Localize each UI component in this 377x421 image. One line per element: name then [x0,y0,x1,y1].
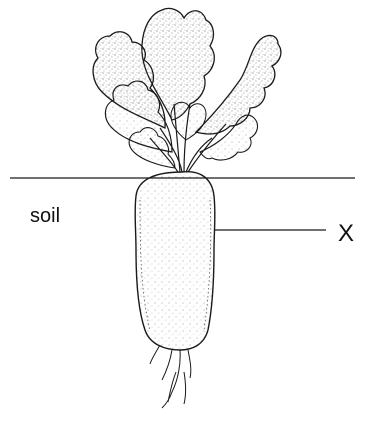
radish-leaves [93,8,281,168]
radish-root [135,172,215,350]
radish-rootlets [150,345,191,408]
label-x: X [338,220,354,247]
soil-label: soil [30,205,60,227]
